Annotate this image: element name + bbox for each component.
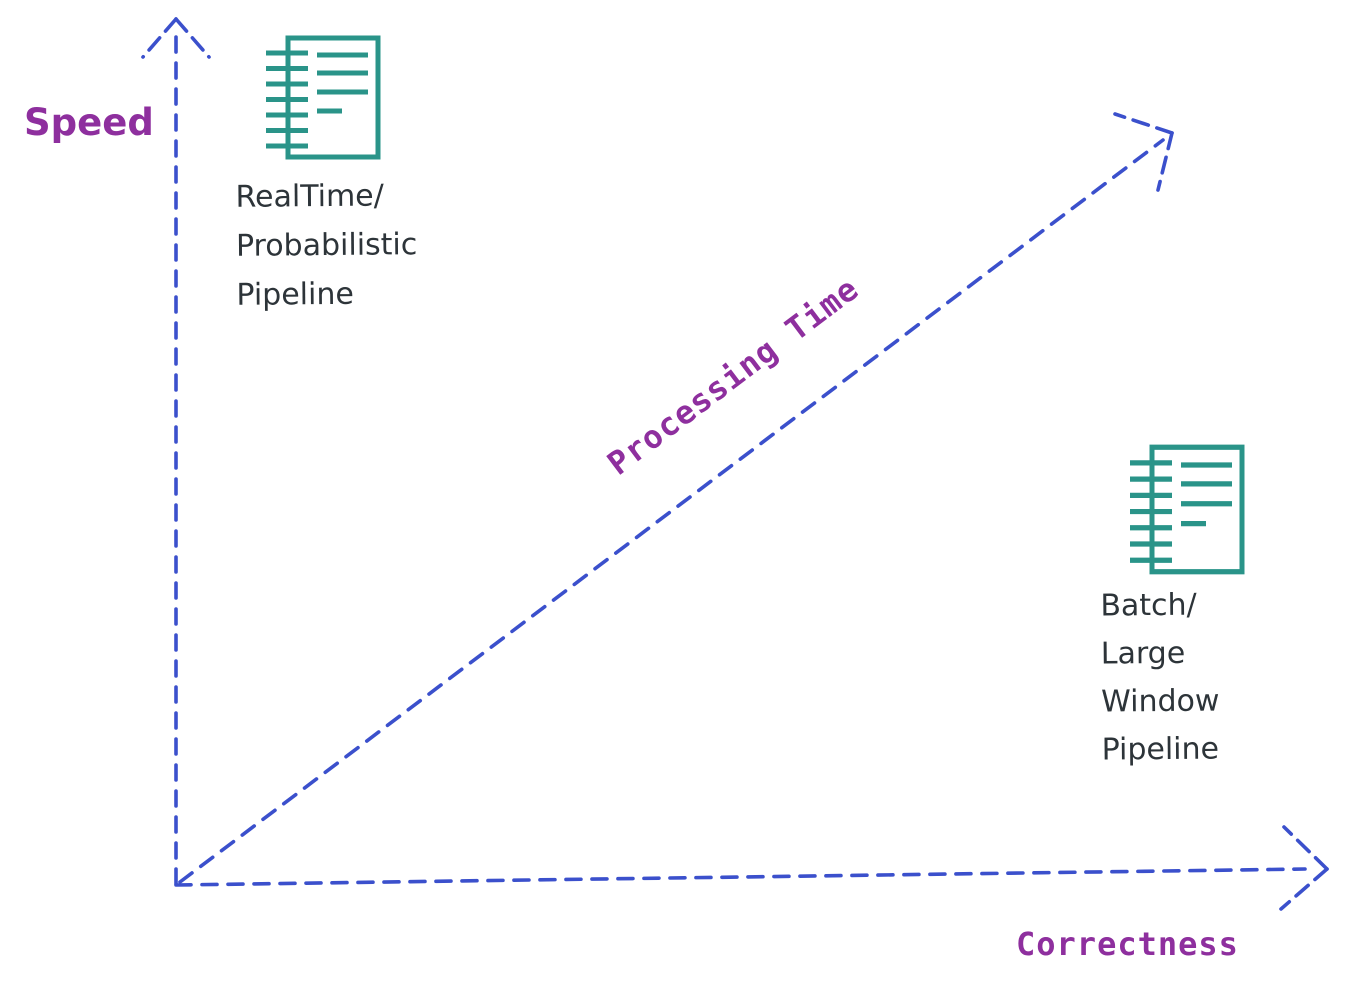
batch-pipeline-label-line: Batch/ [1100, 587, 1197, 624]
processing-time-arrowhead [1156, 131, 1174, 192]
correctness-axis-arrowhead [1279, 867, 1329, 911]
speed-axis-arrowhead [174, 17, 211, 59]
realtime-pipeline-label-line: Pipeline [236, 276, 355, 313]
batch-pipeline-label-line: Large [1100, 635, 1186, 672]
speed-axis-arrowhead [141, 17, 178, 59]
speed-axis-label: Speed [24, 101, 154, 144]
batch-pipeline-label: Batch/ Large Window Pipeline [1100, 581, 1220, 774]
realtime-pipeline-icon-wrap [262, 33, 384, 167]
notebook-icon [266, 35, 381, 160]
batch-pipeline-label-line: Pipeline [1101, 731, 1220, 768]
realtime-pipeline-label-line: RealTime/ [235, 178, 384, 215]
batch-pipeline-icon-wrap [1126, 442, 1248, 582]
correctness-axis-line [174, 867, 1307, 887]
notebook-icon [1130, 444, 1245, 575]
batch-pipeline-label-line: Window [1101, 683, 1220, 720]
processing-time-arrowhead [1113, 112, 1174, 135]
realtime-pipeline-label-line: Probabilistic [235, 227, 418, 264]
processing-time-line [178, 138, 1165, 884]
realtime-pipeline-label: RealTime/ Probabilistic Pipeline [235, 171, 418, 320]
correctness-axis-label: Correctness [1016, 925, 1239, 963]
correctness-axis-arrowhead [1282, 825, 1329, 871]
